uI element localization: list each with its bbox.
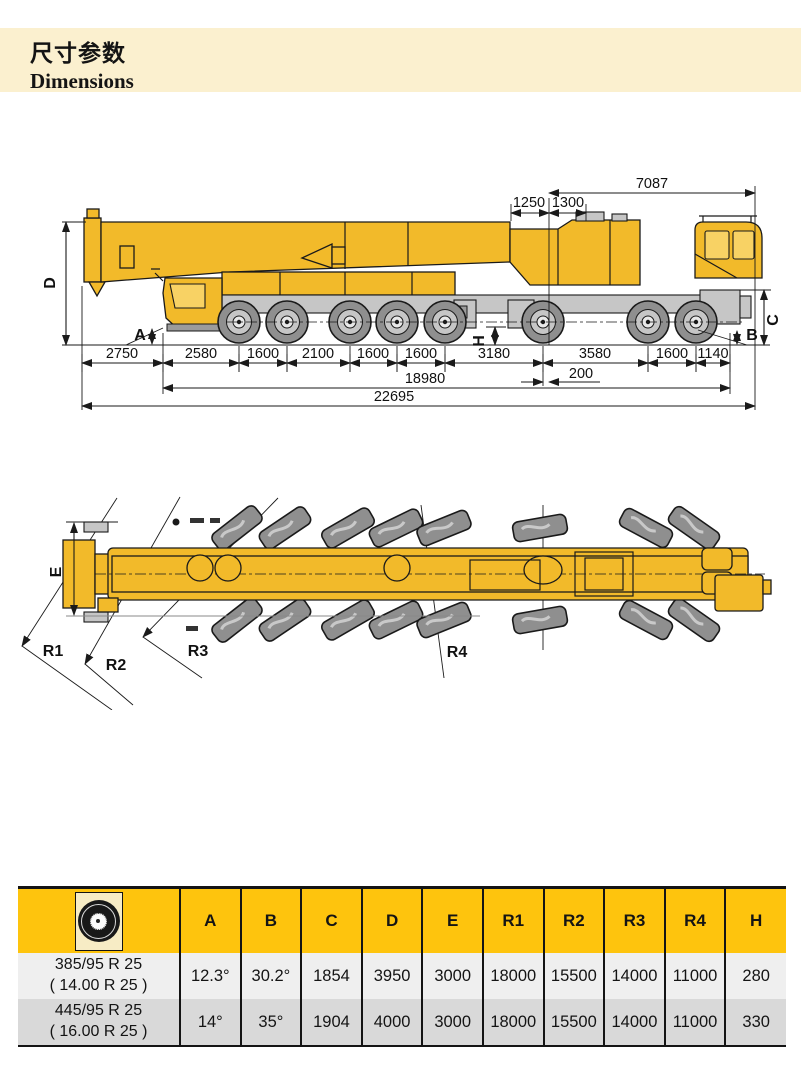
tire-model-cell: 385/95 R 25 ( 14.00 R 25 ): [18, 953, 180, 999]
label-R1: R1: [43, 643, 64, 660]
dim-200: 200: [569, 366, 593, 382]
title-band: 尺寸参数 Dimensions: [0, 28, 801, 93]
label-H: H: [471, 335, 488, 347]
col-header-D: D: [360, 887, 423, 953]
side-view-dimensions: 7087 1250 1300 D A B C H: [42, 176, 782, 410]
col-header-E: E: [421, 887, 483, 953]
svg-text:3580: 3580: [579, 346, 611, 362]
table-row: 385/95 R 25 ( 14.00 R 25 ) 12.3° 30.2° 1…: [18, 953, 786, 999]
dim-7087: 7087: [636, 176, 668, 192]
table-row: 445/95 R 25 ( 16.00 R 25 ) 14° 35° 1904 …: [18, 999, 786, 1046]
dim-18980: 18980: [405, 371, 445, 387]
svg-text:2580: 2580: [185, 346, 217, 362]
dimensions-table: A B C D E R1 R2 R3 R4 H 385/95 R 25 ( 14…: [18, 886, 786, 1047]
tire-model-cell: 445/95 R 25 ( 16.00 R 25 ): [18, 999, 180, 1046]
svg-text:1600: 1600: [357, 346, 389, 362]
dim-1250: 1250: [513, 195, 545, 211]
col-header-R2: R2: [542, 887, 605, 953]
crane-side-body: [83, 208, 763, 344]
dimensions-table-wrap: A B C D E R1 R2 R3 R4 H 385/95 R 25 ( 14…: [18, 886, 786, 1047]
driver-cab-top: [714, 574, 764, 612]
tire-header-cell: [18, 887, 180, 953]
page-title-zh: 尺寸参数: [30, 40, 126, 66]
svg-text:1600: 1600: [247, 346, 279, 362]
label-E: E: [48, 566, 65, 577]
crane-side-view-drawing: 7087 1250 1300 D A B C H: [42, 176, 782, 410]
crane-top-body: [62, 518, 772, 631]
label-C: C: [765, 314, 782, 326]
slew-ring: [523, 555, 563, 585]
col-header-R3: R3: [603, 887, 665, 953]
svg-text:3180: 3180: [478, 346, 510, 362]
label-B: B: [746, 327, 758, 344]
col-header-A: A: [179, 887, 241, 953]
superstructure: [509, 219, 641, 286]
col-header-C: C: [300, 887, 362, 953]
page-title-en: Dimensions: [30, 69, 134, 93]
top-view-dimensions: E R1 R2 R3 R4: [43, 521, 468, 674]
dim-1300: 1300: [552, 195, 584, 211]
col-header-H: H: [724, 887, 786, 953]
dim-22695: 22695: [374, 389, 414, 405]
svg-text:1600: 1600: [656, 346, 688, 362]
col-header-B: B: [239, 887, 302, 953]
crane-top-view-drawing: E R1 R2 R3 R4: [21, 496, 772, 710]
label-A: A: [134, 327, 146, 344]
wheels-top: [211, 505, 721, 643]
label-R3: R3: [188, 643, 209, 660]
label-R4: R4: [447, 644, 468, 661]
tire-icon: [74, 891, 123, 951]
svg-text:1140: 1140: [697, 346, 728, 362]
axle-dimension-chain: 2750 2580 1600 2100 1600 1600 3180 3580 …: [81, 346, 731, 367]
label-R2: R2: [106, 657, 127, 674]
svg-text:1600: 1600: [405, 346, 437, 362]
svg-text:2100: 2100: [302, 346, 334, 362]
label-D: D: [42, 277, 59, 289]
col-header-R1: R1: [481, 887, 544, 953]
col-header-R4: R4: [663, 887, 726, 953]
svg-text:2750: 2750: [106, 346, 138, 362]
table-header-row: A B C D E R1 R2 R3 R4 H: [18, 887, 786, 953]
